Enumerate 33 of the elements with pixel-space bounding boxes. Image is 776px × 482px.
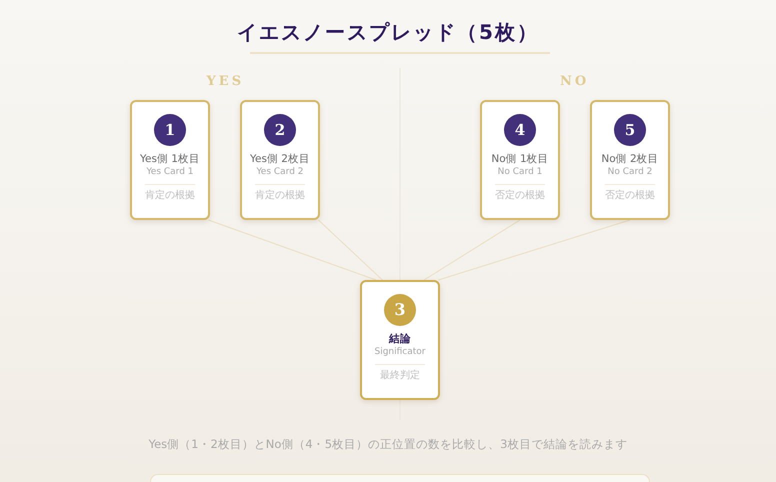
connector-line — [318, 220, 383, 280]
tarot-card — [360, 280, 440, 400]
caption: Yes側（1・2枚目）とNo側（4・5枚目）の正位置の数を比較し、3枚目で結論を読みます — [148, 437, 628, 451]
card-subtitle: No Card 1 — [498, 166, 542, 179]
tarot-card — [130, 100, 210, 220]
card-title: Yes側 1枚目 — [140, 152, 200, 166]
card-subtitle: Yes Card 2 — [256, 166, 304, 179]
tarot-card — [590, 100, 670, 220]
card-subtitle: No Card 2 — [608, 166, 652, 179]
card-note: 否定の根拠 — [495, 190, 545, 202]
card-note: 肯定の根拠 — [145, 190, 195, 202]
column-heading: NO — [560, 73, 590, 91]
card-number: 2 — [264, 114, 296, 146]
card-title: Yes側 2枚目 — [250, 152, 310, 166]
card-number: 5 — [614, 114, 646, 146]
card-subtitle: Significator — [374, 346, 426, 359]
connector-line — [438, 220, 630, 280]
card-number: 1 — [154, 114, 186, 146]
column-heading: YES — [206, 73, 244, 91]
card-note: 否定の根拠 — [605, 190, 655, 202]
card-title: No側 1枚目 — [491, 152, 549, 166]
card-number: 3 — [384, 294, 416, 326]
title: イエスノースプレッド（5枚） — [237, 19, 539, 46]
card-note: 肯定の根拠 — [255, 190, 305, 202]
connector-line — [424, 220, 520, 280]
card-title: No側 2枚目 — [601, 152, 659, 166]
tarot-card — [480, 100, 560, 220]
card-subtitle: Yes Card 1 — [146, 166, 194, 179]
card-number: 4 — [504, 114, 536, 146]
connector-line — [208, 220, 376, 280]
tarot-card — [240, 100, 320, 220]
card-title: 結論 — [389, 332, 411, 346]
card-note: 最終判定 — [380, 370, 420, 382]
